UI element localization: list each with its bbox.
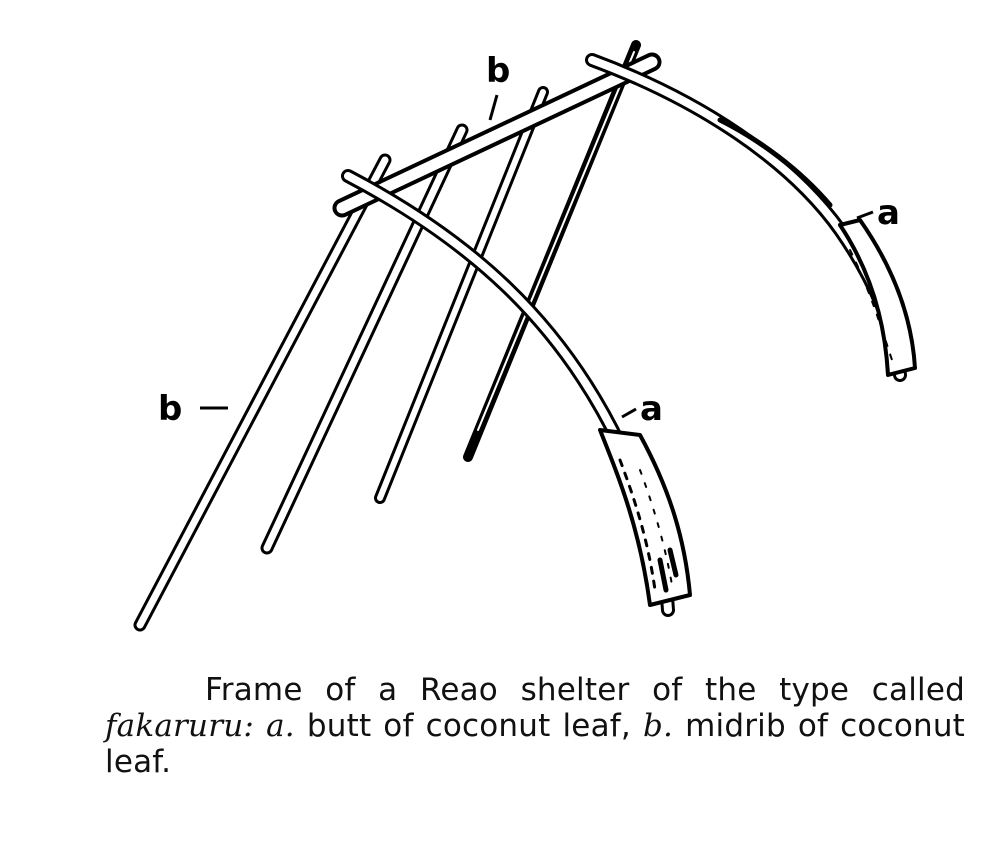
midrib-left-1 [133, 153, 392, 632]
midrib-left-2 [260, 123, 469, 555]
leaf-butt-lower [341, 169, 692, 617]
ridge-bar [332, 52, 662, 218]
label-b-top: b [486, 51, 510, 91]
dark-pole [463, 40, 641, 462]
label-b-left: b [158, 389, 182, 429]
caption-intro: Frame of a Reao shelter of the type call… [205, 672, 965, 708]
caption-desc-b: midrib of coconut leaf. [105, 708, 966, 780]
shelter-frame-drawing: b b a a [133, 40, 917, 632]
caption-key-a: a. [266, 708, 295, 744]
leaf-butt-upper [585, 53, 917, 382]
figure-caption: Frame of a Reao shelter of the type call… [105, 672, 965, 780]
label-a-lower: a [640, 389, 663, 429]
leader-a-upper [856, 210, 874, 220]
caption-desc-a: butt of coconut leaf, [306, 708, 631, 744]
midrib-left-3 [374, 86, 549, 504]
label-a-upper: a [877, 193, 900, 233]
leader-b-top [488, 94, 499, 121]
leader-a-lower [621, 407, 637, 419]
caption-term: fakaruru: [105, 708, 255, 744]
caption-key-b: b. [642, 708, 674, 744]
